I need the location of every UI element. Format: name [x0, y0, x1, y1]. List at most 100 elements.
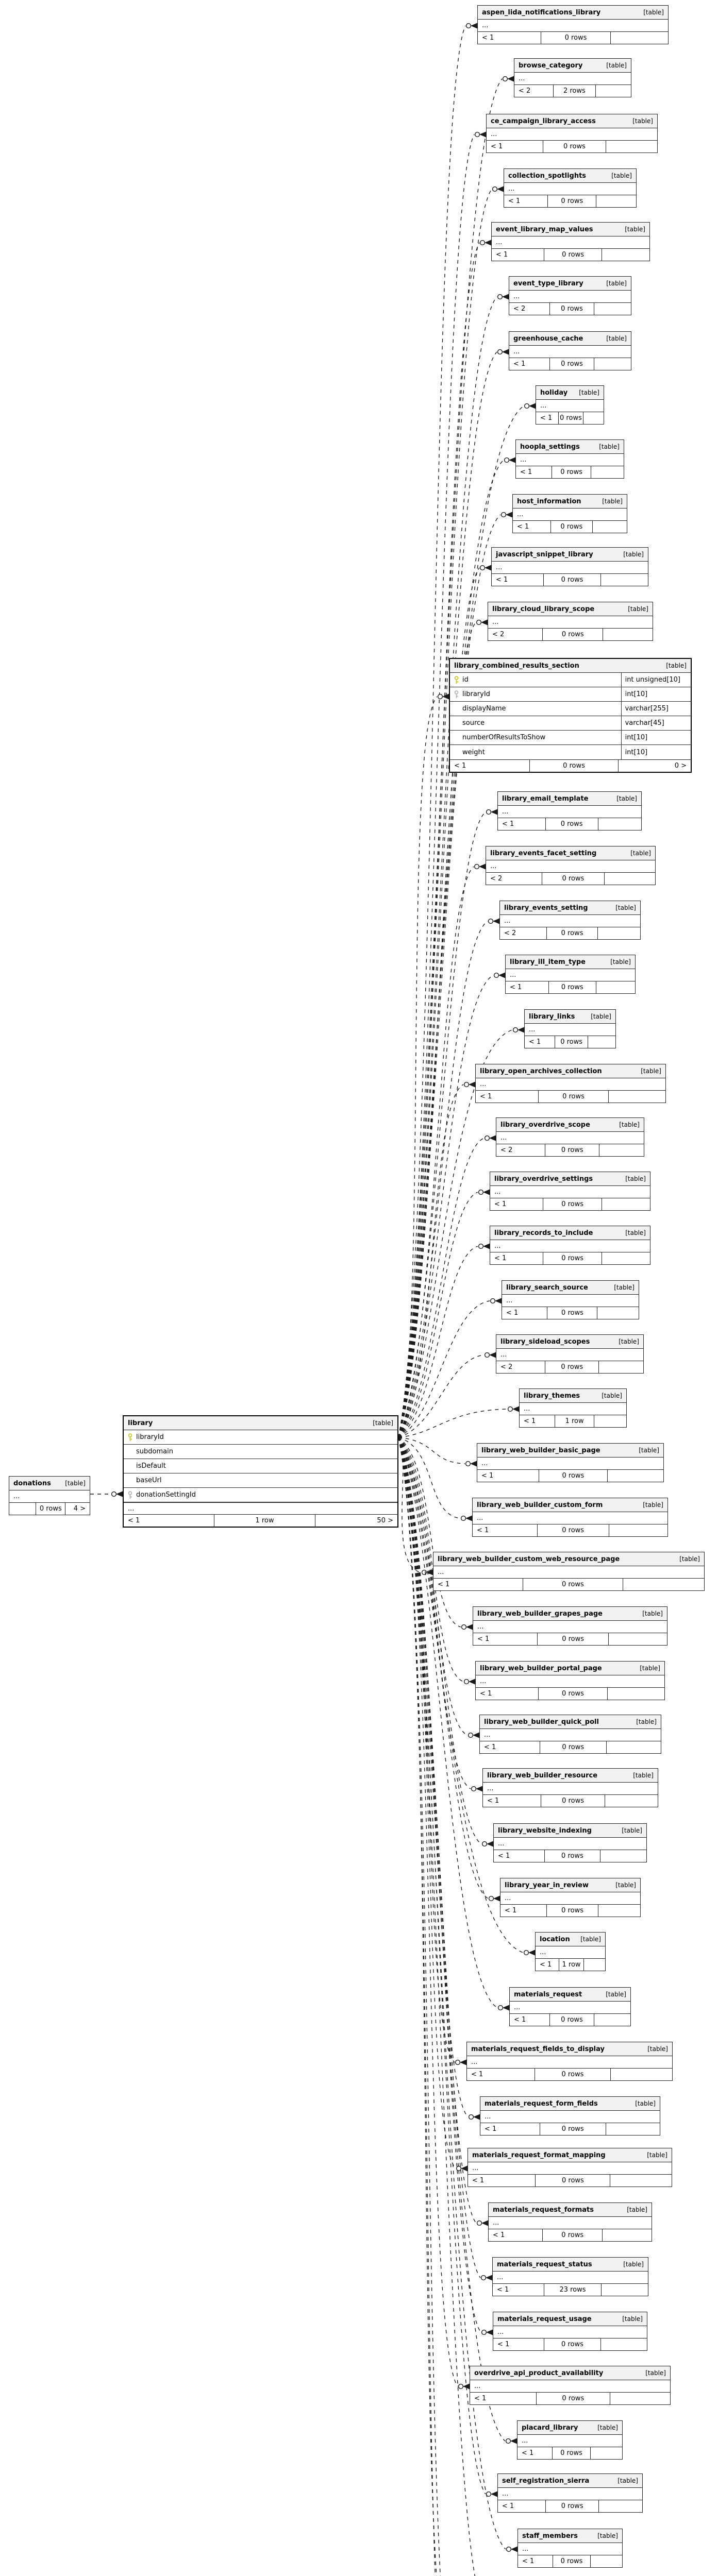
- table-name[interactable]: materials_request_fields_to_display: [471, 2045, 605, 2053]
- table-greenhouse_cache[interactable]: greenhouse_cache [table] ... < 1 0 rows: [509, 331, 631, 370]
- table-header[interactable]: browse_category [table]: [514, 59, 631, 73]
- table-library_year_in_review[interactable]: library_year_in_review [table] ... < 1 0…: [500, 1878, 641, 1917]
- table-header[interactable]: greenhouse_cache [table]: [509, 332, 631, 346]
- table-name[interactable]: overdrive_api_product_availability: [474, 2369, 604, 2377]
- table-name[interactable]: library_sideload_scopes: [500, 1337, 590, 1346]
- table-name[interactable]: library_web_builder_grapes_page: [477, 1609, 603, 1618]
- table-library_events_facet_setting[interactable]: library_events_facet_setting [table] ...…: [486, 846, 656, 885]
- table-name[interactable]: library_events_facet_setting: [490, 849, 597, 857]
- table-library_search_source[interactable]: library_search_source [table] ... < 1 0 …: [502, 1280, 639, 1319]
- table-name[interactable]: library_email_template: [502, 794, 589, 803]
- table-header[interactable]: materials_request_usage [table]: [493, 2312, 647, 2326]
- table-library_themes[interactable]: library_themes [table] ... < 1 1 row: [519, 1388, 627, 1428]
- table-header[interactable]: library_web_builder_portal_page [table]: [476, 1662, 664, 1675]
- table-library_email_template[interactable]: library_email_template [table] ... < 1 0…: [497, 791, 642, 831]
- table-materials_request_fields_to_display[interactable]: materials_request_fields_to_display [tab…: [466, 2042, 673, 2081]
- table-name[interactable]: library_website_indexing: [498, 1826, 592, 1835]
- table-name[interactable]: library_themes: [524, 1392, 580, 1400]
- table-name[interactable]: library: [128, 1419, 153, 1427]
- table-header[interactable]: collection_spotlights [table]: [504, 169, 636, 183]
- table-name[interactable]: donations: [13, 1479, 51, 1487]
- table-library_web_builder_grapes_page[interactable]: library_web_builder_grapes_page [table] …: [473, 1606, 667, 1646]
- table-header[interactable]: location [table]: [536, 1933, 605, 1946]
- table-header[interactable]: library_sideload_scopes [table]: [496, 1335, 643, 1349]
- table-header[interactable]: library_ill_item_type [table]: [506, 955, 635, 969]
- table-header[interactable]: event_type_library [table]: [509, 277, 631, 291]
- table-library_events_setting[interactable]: library_events_setting [table] ... < 2 0…: [499, 901, 641, 940]
- table-name[interactable]: library_cloud_library_scope: [492, 605, 595, 613]
- table-header[interactable]: materials_request [table]: [510, 1988, 630, 2002]
- table-name[interactable]: materials_request_format_mapping: [472, 2151, 606, 2159]
- table-library_overdrive_scope[interactable]: library_overdrive_scope [table] ... < 2 …: [496, 1117, 644, 1157]
- table-materials_request_status[interactable]: materials_request_status [table] ... < 1…: [492, 2257, 648, 2296]
- table-library_overdrive_settings[interactable]: library_overdrive_settings [table] ... <…: [490, 1172, 650, 1211]
- table-name[interactable]: library_open_archives_collection: [480, 1067, 602, 1075]
- table-name[interactable]: javascript_snippet_library: [496, 550, 593, 558]
- table-name[interactable]: library_web_builder_quick_poll: [484, 1718, 599, 1726]
- table-materials_request[interactable]: materials_request [table] ... < 1 0 rows: [509, 1987, 631, 2026]
- table-name[interactable]: library_search_source: [506, 1283, 588, 1292]
- table-staff_members[interactable]: staff_members [table] ... < 1 0 rows: [517, 2529, 623, 2568]
- table-header[interactable]: library_cloud_library_scope [table]: [488, 602, 653, 616]
- table-name[interactable]: library_events_setting: [504, 904, 588, 912]
- table-materials_request_formats[interactable]: materials_request_formats [table] ... < …: [488, 2202, 652, 2242]
- table-aspen_lida_notifications_library[interactable]: aspen_lida_notifications_library [table]…: [477, 5, 669, 44]
- table-name[interactable]: staff_members: [522, 2532, 578, 2540]
- table-name[interactable]: library_web_builder_basic_page: [481, 1446, 600, 1454]
- table-name[interactable]: collection_spotlights: [508, 172, 587, 180]
- table-name[interactable]: materials_request_form_fields: [485, 2099, 598, 2108]
- table-header[interactable]: library_themes [table]: [520, 1389, 626, 1403]
- table-header[interactable]: holiday [table]: [536, 386, 604, 400]
- table-library[interactable]: library [table] libraryId subdomain: [123, 1415, 398, 1528]
- table-name[interactable]: library_year_in_review: [505, 1881, 589, 1889]
- table-overdrive_api_product_availability[interactable]: overdrive_api_product_availability [tabl…: [470, 2366, 671, 2405]
- table-header[interactable]: self_registration_sierra [table]: [498, 2474, 642, 2488]
- table-name[interactable]: aspen_lida_notifications_library: [482, 8, 601, 16]
- table-name[interactable]: holiday: [540, 388, 568, 397]
- table-name[interactable]: ce_campaign_library_access: [491, 117, 596, 125]
- table-header[interactable]: library_overdrive_settings [table]: [490, 1172, 650, 1186]
- table-header[interactable]: host_information [table]: [513, 495, 627, 509]
- table-name[interactable]: materials_request: [514, 1990, 582, 1998]
- table-library_open_archives_collection[interactable]: library_open_archives_collection [table]…: [475, 1064, 666, 1103]
- table-name[interactable]: library_web_builder_custom_web_resource_…: [438, 1555, 620, 1563]
- table-event_type_library[interactable]: event_type_library [table] ... < 2 0 row…: [509, 276, 631, 315]
- table-name[interactable]: library_web_builder_resource: [487, 1771, 598, 1780]
- table-header[interactable]: library_combined_results_section [table]: [450, 659, 691, 673]
- table-header[interactable]: materials_request_form_fields [table]: [480, 2097, 660, 2111]
- table-library_web_builder_basic_page[interactable]: library_web_builder_basic_page [table] .…: [477, 1443, 664, 1482]
- table-name[interactable]: hoopla_settings: [520, 443, 580, 451]
- table-name[interactable]: event_library_map_values: [496, 225, 593, 233]
- table-header[interactable]: library_events_setting [table]: [500, 901, 640, 915]
- table-header[interactable]: library_email_template [table]: [498, 792, 641, 806]
- table-event_library_map_values[interactable]: event_library_map_values [table] ... < 1…: [491, 222, 650, 261]
- table-header[interactable]: library_web_builder_resource [table]: [483, 1769, 658, 1783]
- table-name[interactable]: library_web_builder_portal_page: [480, 1664, 602, 1672]
- table-name[interactable]: library_overdrive_scope: [500, 1121, 590, 1129]
- table-library_links[interactable]: library_links [table] ... < 1 0 rows: [524, 1009, 616, 1048]
- table-ce_campaign_library_access[interactable]: ce_campaign_library_access [table] ... <…: [486, 114, 658, 153]
- table-header[interactable]: library_web_builder_custom_form [table]: [473, 1498, 667, 1512]
- table-header[interactable]: library_web_builder_grapes_page [table]: [473, 1607, 667, 1621]
- table-header[interactable]: ce_campaign_library_access [table]: [487, 114, 657, 128]
- table-library_ill_item_type[interactable]: library_ill_item_type [table] ... < 1 0 …: [505, 955, 636, 994]
- table-header[interactable]: library_events_facet_setting [table]: [486, 846, 655, 860]
- table-header[interactable]: materials_request_status [table]: [493, 2258, 648, 2272]
- table-library_web_builder_custom_form[interactable]: library_web_builder_custom_form [table] …: [472, 1498, 668, 1537]
- table-library_combined_results_section[interactable]: library_combined_results_section [table]…: [449, 658, 692, 773]
- table-header[interactable]: materials_request_formats [table]: [489, 2203, 652, 2217]
- table-donations[interactable]: donations [table] ... 0 rows 4 >: [9, 1476, 90, 1515]
- table-library_web_builder_quick_poll[interactable]: library_web_builder_quick_poll [table] .…: [479, 1715, 661, 1754]
- table-header[interactable]: library [table]: [124, 1416, 397, 1430]
- table-header[interactable]: library_web_builder_basic_page [table]: [477, 1444, 663, 1458]
- table-name[interactable]: host_information: [517, 497, 581, 505]
- table-header[interactable]: library_records_to_include [table]: [490, 1226, 650, 1240]
- table-library_website_indexing[interactable]: library_website_indexing [table] ... < 1…: [493, 1823, 647, 1862]
- table-header[interactable]: library_overdrive_scope [table]: [496, 1118, 644, 1132]
- table-header[interactable]: library_links [table]: [525, 1010, 615, 1024]
- table-header[interactable]: javascript_snippet_library [table]: [492, 548, 648, 562]
- table-name[interactable]: browse_category: [519, 61, 583, 70]
- table-library_web_builder_custom_web_resource_page[interactable]: library_web_builder_custom_web_resource_…: [433, 1552, 705, 1591]
- table-javascript_snippet_library[interactable]: javascript_snippet_library [table] ... <…: [491, 547, 648, 586]
- table-header[interactable]: library_website_indexing [table]: [494, 1824, 646, 1838]
